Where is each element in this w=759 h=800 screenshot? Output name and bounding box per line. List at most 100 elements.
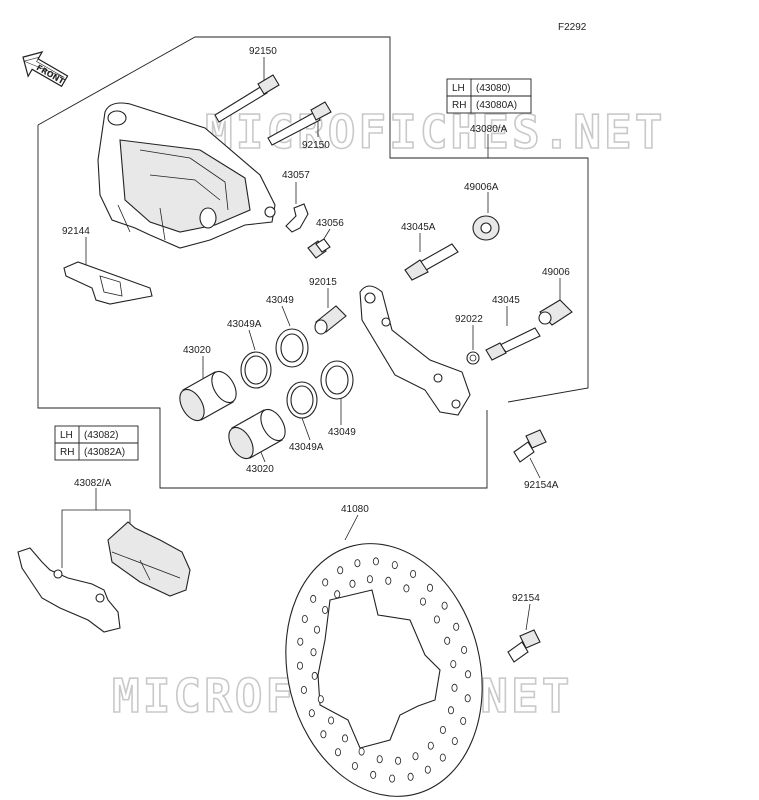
disc-vent-hole [372, 557, 379, 566]
disc-vent-hole [447, 706, 454, 715]
caliper-body [97, 102, 276, 249]
caliper-table-side-rh: RH [452, 100, 466, 111]
disc-vent-hole [460, 717, 467, 726]
disc-vent-hole [310, 594, 317, 603]
disc-vent-hole [403, 584, 410, 593]
disc-vent-hole [450, 660, 457, 669]
caliper-assembly-frame [37, 36, 589, 403]
disc-vent-hole [313, 625, 320, 634]
label-43049A-upper: 43049A [227, 319, 262, 330]
pads-table-side-lh: LH [60, 430, 73, 441]
label-43045: 43045 [492, 295, 520, 306]
figure-code: F2292 [558, 22, 587, 33]
slide-pin-43045A [404, 243, 459, 281]
disc-vent-hole [354, 559, 361, 568]
caliper-side-table: LH (43080) RH (43080A) [446, 78, 532, 114]
label-92150-lower: 92150 [302, 140, 330, 151]
disc-vent-hole [410, 570, 417, 579]
disc-vent-hole [433, 615, 440, 624]
disc-vent-hole [461, 646, 468, 655]
caliper-pin-92150-upper [214, 74, 280, 123]
bushing-92015 [314, 305, 347, 335]
disc-vent-hole [370, 770, 377, 779]
disc-vent-hole [453, 622, 460, 631]
disc-vent-hole [349, 579, 356, 588]
label-92154: 92154 [512, 593, 540, 604]
caliper-table-part-lh: (43080) [476, 83, 510, 94]
disc-vent-hole [334, 748, 341, 757]
label-43049A-lower: 43049A [289, 442, 324, 453]
label-43057: 43057 [282, 170, 310, 181]
pads-table-part-lh: (43082) [84, 430, 118, 441]
caliper-table-part-rh: (43080A) [476, 100, 517, 111]
bleeder-valve-43056 [307, 238, 331, 259]
disc-vent-hole [407, 772, 414, 781]
disc-vent-hole [341, 734, 348, 743]
disc-vent-hole [322, 606, 329, 615]
disc-vent-hole [464, 694, 471, 703]
disc-vent-hole [451, 737, 458, 746]
watermark-top: MICROFICHES.NET [205, 105, 665, 159]
bolt-92154A [513, 429, 547, 463]
disc-vent-hole [426, 583, 433, 592]
dust-seal-43049A-upper [240, 351, 272, 389]
disc-vent-hole [464, 670, 471, 679]
label-43082-A: 43082/A [74, 478, 112, 489]
disc-vent-hole [451, 683, 458, 692]
dust-seal-43049A-lower [286, 381, 318, 419]
disc-vent-hole [300, 686, 307, 695]
label-92150-upper: 92150 [249, 46, 277, 57]
caliper-table-side-lh: LH [452, 83, 465, 94]
disc-vent-hole [308, 709, 315, 718]
o-ring-92022 [466, 351, 480, 365]
bolt-92154 [507, 629, 541, 663]
disc-vent-hole [317, 695, 324, 704]
disc-vent-hole [310, 648, 317, 657]
disc-vent-hole [334, 590, 341, 599]
label-92154A: 92154A [524, 480, 559, 491]
caliper-pin-92150-lower [267, 101, 332, 146]
front-arrow-icon: FRONT [22, 51, 69, 88]
disc-vent-hole [412, 752, 419, 761]
brake-pad-right [107, 521, 191, 597]
disc-vent-hole [311, 671, 318, 680]
boot-49006A [472, 215, 500, 241]
disc-vent-hole [391, 561, 398, 570]
label-92015: 92015 [309, 277, 337, 288]
disc-vent-hole [337, 566, 344, 575]
caliper-bracket [359, 285, 471, 416]
disc-vent-hole [389, 774, 396, 783]
disc-vent-hole [444, 636, 451, 645]
piston-seal-43049-lower [320, 360, 354, 400]
piston-43020-upper [179, 370, 237, 422]
disc-vent-hole [301, 615, 308, 624]
brake-pad-backing-left [17, 547, 121, 633]
brake-disc-41080 [285, 543, 483, 797]
brake-disc-holes [296, 557, 471, 783]
disc-vent-hole [424, 765, 431, 774]
disc-vent-hole [328, 716, 335, 725]
pad-spring-92144 [63, 261, 153, 305]
piston-43020-lower [228, 408, 286, 460]
label-43020-upper: 43020 [183, 345, 211, 356]
disc-vent-hole [427, 741, 434, 750]
label-43080-A: 43080/A [470, 124, 508, 135]
disc-vent-hole [395, 756, 402, 765]
disc-vent-hole [358, 747, 365, 756]
boot-49006 [538, 299, 573, 326]
label-41080: 41080 [341, 504, 369, 515]
disc-vent-hole [376, 755, 383, 764]
disc-vent-hole [366, 575, 373, 584]
disc-vent-hole [351, 762, 358, 771]
label-49006A: 49006A [464, 182, 499, 193]
label-49006: 49006 [542, 267, 570, 278]
disc-vent-hole [297, 637, 304, 646]
disc-vent-hole [439, 726, 446, 735]
disc-vent-hole [385, 576, 392, 585]
slide-pin-43045 [485, 327, 541, 361]
disc-vent-hole [439, 753, 446, 762]
clip-43057 [285, 203, 309, 233]
label-43049-upper: 43049 [266, 295, 294, 306]
label-43056: 43056 [316, 218, 344, 229]
